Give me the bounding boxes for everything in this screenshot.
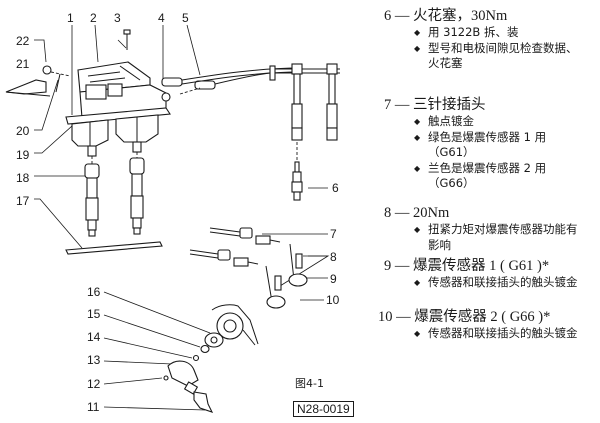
callout-17: 17 [16, 194, 30, 208]
legend-entry-8: 8 — 20Nm 扭紧力矩对爆震传感器功能有影响 [384, 204, 600, 253]
callout-21: 21 [16, 57, 30, 71]
leader-lines [34, 24, 330, 411]
gasket-17 [65, 241, 163, 255]
bullet: 绿色是爆震传感器 1 用（G61） [384, 130, 578, 161]
callout-5: 5 [182, 11, 189, 25]
callout-8: 8 [330, 250, 337, 264]
callout-22: 22 [16, 34, 30, 48]
callout-9: 9 [330, 272, 337, 286]
callout-7: 7 [330, 227, 337, 241]
legend-entry-9: 9 — 爆震传感器 1 ( G61 )* 传感器和联接插头的触头镀金 [384, 257, 600, 291]
figure-code: N28-0019 [293, 401, 354, 417]
connector-7 [189, 227, 281, 267]
entry-number: 10 [378, 309, 393, 325]
legend-entry-6: 6 — 火花塞，30Nm 用 3122B 拆、装 型号和电极间隙见检查数据、火花… [384, 7, 600, 72]
bullet: 扭紧力矩对爆震传感器功能有影响 [384, 222, 578, 253]
callout-19: 19 [16, 148, 30, 162]
bullet: 传感器和联接插头的触头镀金 [384, 275, 578, 291]
distributor-assembly [163, 304, 259, 413]
bullet: 型号和电极间隙见检查数据、火花塞 [384, 41, 578, 72]
callout-18: 18 [16, 171, 30, 185]
callout-1: 1 [67, 11, 74, 25]
callout-labels: 1 2 3 4 5 6 7 8 9 10 11 12 13 14 15 16 1… [16, 11, 340, 414]
entry-number: 7 [384, 97, 392, 113]
entry-number: 8 [384, 205, 392, 221]
coil-extension-18 [84, 152, 145, 237]
bullet: 兰色是爆震传感器 2 用（G66） [384, 161, 578, 192]
entry-title: 爆震传感器 2 ( G66 )* [414, 309, 551, 325]
ignition-coil-assembly [65, 61, 171, 157]
bullet: 传感器和联接插头的触头镀金 [384, 326, 578, 342]
exploded-parts-diagram: 1 2 3 4 5 6 7 8 9 10 11 12 13 14 15 16 1… [5, 11, 340, 414]
entry-title: 20Nm [413, 205, 450, 221]
entry-number: 6 [384, 8, 392, 24]
bullet: 触点镀金 [384, 114, 578, 130]
callout-13: 13 [87, 353, 101, 367]
callout-20: 20 [16, 124, 30, 138]
callout-12: 12 [87, 377, 101, 391]
callout-2: 2 [90, 11, 97, 25]
callout-16: 16 [87, 285, 101, 299]
entry-title: 三针接插头 [413, 97, 486, 113]
callout-4: 4 [158, 11, 165, 25]
legend-entry-10: 10 — 爆震传感器 2 ( G66 )* 传感器和联接插头的触头镀金 [378, 308, 600, 342]
legend-entry-7: 7 — 三针接插头 触点镀金 绿色是爆震传感器 1 用（G61） 兰色是爆震传感… [384, 96, 600, 192]
entry-number: 9 [384, 258, 392, 274]
knock-sensor-10 [265, 265, 286, 309]
ignition-leads [161, 63, 340, 162]
callout-14: 14 [87, 330, 101, 344]
bullet: 用 3122B 拆、装 [384, 25, 578, 41]
callout-11: 11 [87, 400, 100, 414]
spark-plug-6 [291, 161, 303, 201]
entry-title: 火花塞，30Nm [413, 8, 508, 24]
callout-10: 10 [326, 293, 340, 307]
callout-6: 6 [332, 181, 339, 195]
figure-caption: 图4-1 [295, 377, 324, 390]
callout-15: 15 [87, 307, 101, 321]
connector-21 [5, 65, 71, 97]
knock-sensor-9 [288, 243, 308, 287]
entry-title: 爆震传感器 1 ( G61 )* [413, 258, 550, 274]
callout-3: 3 [114, 11, 121, 25]
bolt-3 [123, 29, 131, 50]
